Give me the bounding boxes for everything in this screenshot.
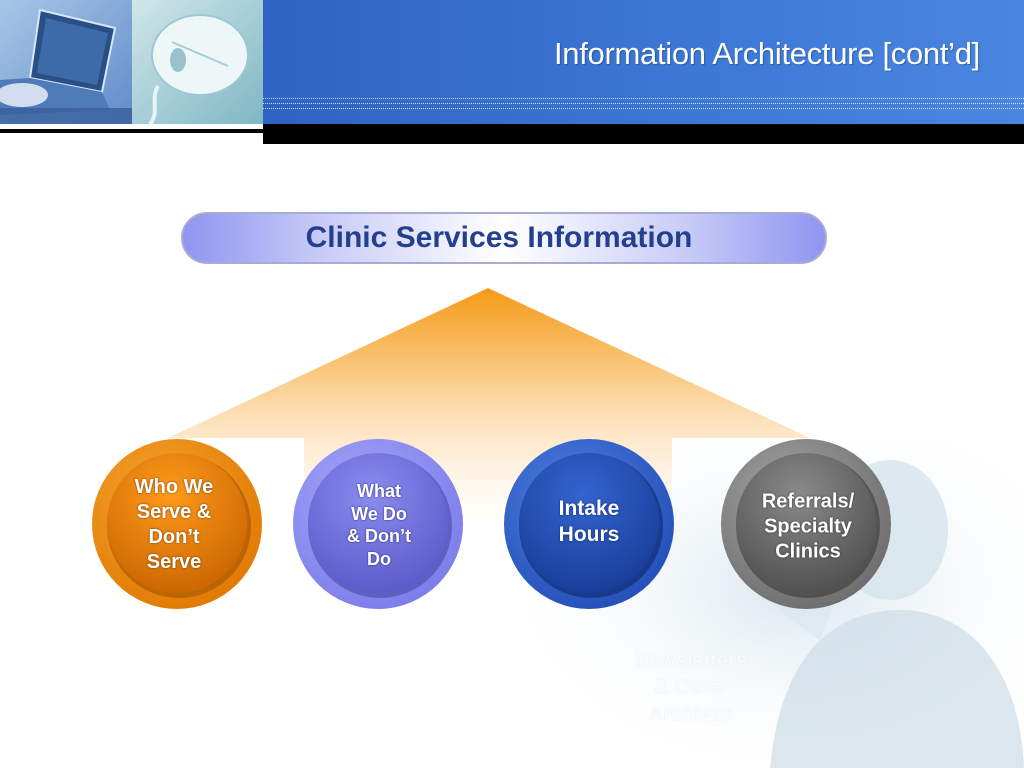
node-circle-who-we-serve — [92, 439, 262, 609]
faded-node-label-newsletters: Newsletters & Other Archives — [635, 648, 747, 729]
faded-label-line: Newsletters — [634, 649, 748, 672]
slide-title: Information Architecture [cont’d] — [553, 36, 980, 71]
diagram-root-node: Clinic Services Information — [181, 212, 827, 264]
node-label-intake-hours: Intake Hours — [559, 496, 620, 549]
header-photo-laptop-mouse — [0, 0, 263, 124]
node-label-line: What — [356, 481, 401, 501]
faded-label-line: Archives — [648, 703, 734, 726]
header-dotted-line — [263, 103, 1024, 104]
node-label-line: Do — [366, 548, 391, 569]
faded-label-line: & Other — [654, 676, 728, 699]
node-label-line: We Do — [351, 503, 407, 524]
node-label-line: & Don’t — [347, 526, 411, 546]
node-label-line: Serve & — [136, 501, 212, 523]
header-divider — [0, 124, 263, 129]
slide-header: Information Architecture [cont’d] — [0, 0, 1024, 145]
node-circle-what-we-do — [293, 439, 463, 609]
node-label-line: Hours — [558, 523, 620, 546]
header-divider — [263, 124, 1024, 144]
header-dotted-line — [263, 108, 1024, 109]
header-photo-graphic — [0, 0, 263, 124]
node-label-who-we-serve: Who We Serve & Don’t Serve — [135, 475, 214, 575]
node-label-what-we-do: What We Do & Don’t Do — [347, 480, 411, 570]
node-label-line: Clinics — [775, 540, 841, 563]
header-divider — [0, 129, 263, 133]
node-label-line: Who We — [134, 476, 214, 498]
hierarchy-arrow — [168, 288, 810, 520]
node-label-line: Specialty — [764, 515, 852, 538]
node-label-line: Don’t — [148, 526, 200, 548]
node-label-line: Serve — [146, 551, 202, 573]
node-label-line: Intake — [558, 496, 620, 520]
node-label-line: Referrals/ — [761, 490, 855, 513]
header-dotted-line — [263, 98, 1024, 99]
diagram-root-label: Clinic Services Information — [305, 221, 693, 254]
node-circle-referrals — [721, 439, 891, 609]
node-label-referrals: Referrals/ Specialty Clinics — [762, 490, 854, 565]
node-circle-intake-hours — [504, 439, 674, 609]
